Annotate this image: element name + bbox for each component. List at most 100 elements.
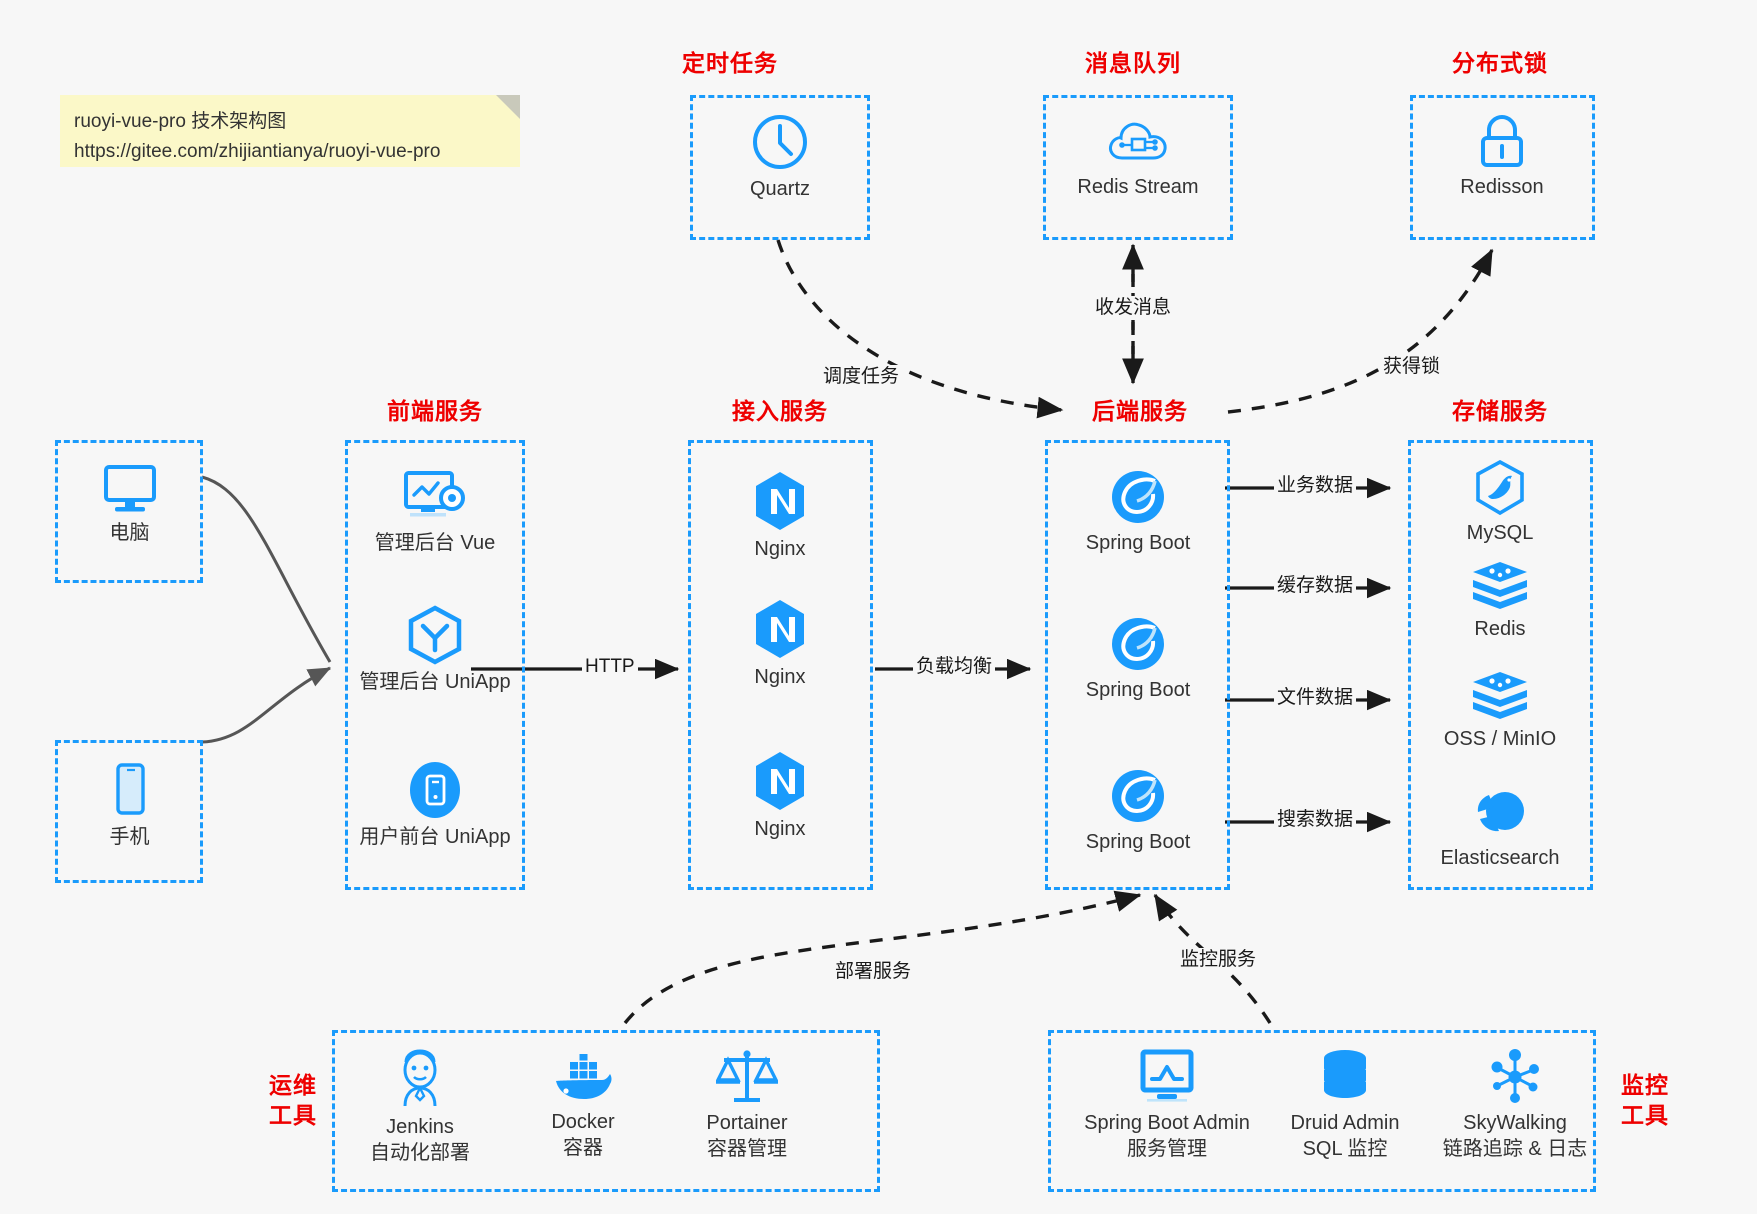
node-label-admin-uniapp: 管理后台 UniApp [359,671,511,693]
node-user-uniapp[interactable]: 用户前台 UniApp [355,760,515,850]
node-label-spring-boot-admin: Spring Boot Admin [1084,1112,1250,1134]
group-box-frontend [345,440,525,890]
portainer-scales-icon [716,1050,778,1102]
nginx-icon [756,600,804,658]
smartphone-icon [115,763,145,815]
group-box-monitor [1048,1030,1596,1192]
edge-label-business-data: 业务数据 [1274,474,1357,498]
group-box-message-queue [1043,95,1233,240]
lock-icon [1481,114,1523,167]
node-docker[interactable]: Docker 容器 [503,1053,663,1161]
monitor-chart-icon [1140,1049,1194,1102]
group-title-monitor-line-2: 工具 [1621,1102,1669,1128]
group-box-backend [1045,440,1230,890]
node-label-redis: Redis [1474,618,1526,640]
group-title-monitor: 监控 工具 [1610,1070,1680,1130]
node-jenkins[interactable]: Jenkins 自动化部署 [340,1048,500,1166]
node-phone[interactable]: 手机 [47,762,212,850]
node-spring-boot-1[interactable]: Spring Boot [1058,468,1218,556]
group-title-message-queue: 消息队列 [1085,50,1181,76]
node-spring-boot-3[interactable]: Spring Boot [1058,767,1218,855]
node-spring-boot-admin[interactable]: Spring Boot Admin 服务管理 [1072,1048,1262,1162]
node-label-redisson: Redisson [1460,176,1544,198]
group-title-devops-line-2: 工具 [269,1102,317,1128]
mysql-icon [1476,460,1524,516]
skywalking-node-icon [1491,1049,1539,1103]
node-mysql[interactable]: MySQL [1420,460,1580,546]
node-label-oss-minio: OSS / MinIO [1443,728,1557,750]
node-label-elasticsearch: Elasticsearch [1440,847,1560,869]
node-admin-vue[interactable]: 管理后台 Vue [355,468,515,556]
node-label-computer: 电脑 [109,522,150,544]
note-line-1: ruoyi-vue-pro 技术架构图 [74,111,287,132]
node-label-nginx-3: Nginx [754,818,806,840]
node-label-spring-boot-1: Spring Boot [1085,532,1191,554]
node-redis-stream[interactable]: Redis Stream [1058,112,1218,200]
group-title-gateway: 接入服务 [732,398,828,424]
node-nginx-2[interactable]: Nginx [700,598,860,690]
note-fold-corner [496,95,520,119]
node-label-spring-boot-2: Spring Boot [1085,679,1191,701]
node-label-portainer: Portainer [706,1112,788,1134]
edge-label-http: HTTP [582,655,638,679]
elasticsearch-icon [1477,792,1524,832]
node-label-mysql: MySQL [1466,522,1534,544]
desktop-monitor-icon [103,465,156,512]
node-sub-portainer: 容器管理 [707,1138,787,1160]
group-box-scheduled-task [690,95,870,240]
node-label-docker: Docker [551,1111,615,1133]
group-box-distributed-lock [1410,95,1595,240]
node-redisson[interactable]: Redisson [1422,112,1582,200]
node-admin-uniapp[interactable]: 管理后台 UniApp [355,605,515,695]
edge-label-file-data: 文件数据 [1274,686,1357,710]
group-title-backend: 后端服务 [1092,398,1188,424]
group-title-devops: 运维 工具 [258,1070,328,1130]
group-title-scheduled-task: 定时任务 [682,50,778,76]
group-title-monitor-line-1: 监控 [1621,1072,1669,1098]
node-label-druid-admin: Druid Admin [1290,1112,1400,1134]
node-sub-druid-admin: SQL 监控 [1302,1138,1388,1160]
node-nginx-1[interactable]: Nginx [700,470,860,562]
node-elasticsearch[interactable]: Elasticsearch [1420,785,1580,871]
spring-boot-icon [1112,471,1164,523]
database-icon [1324,1050,1366,1098]
jenkins-butler-icon [403,1049,437,1107]
node-quartz[interactable]: Quartz [700,112,860,202]
group-box-computer [55,440,203,583]
node-redis[interactable]: Redis [1420,560,1580,642]
node-label-admin-vue: 管理后台 Vue [374,532,496,554]
group-title-storage: 存储服务 [1452,398,1548,424]
node-label-jenkins: Jenkins [386,1116,454,1138]
node-label-nginx-2: Nginx [754,666,806,688]
group-box-storage [1408,440,1593,890]
group-title-distributed-lock: 分布式锁 [1452,50,1548,76]
node-computer[interactable]: 电脑 [47,462,212,546]
spring-boot-icon [1112,770,1164,822]
node-oss-minio[interactable]: OSS / MinIO [1420,670,1580,752]
group-title-frontend: 前端服务 [387,398,483,424]
mobile-app-icon [410,762,460,818]
node-druid-admin[interactable]: Druid Admin SQL 监控 [1265,1048,1425,1162]
node-label-phone: 手机 [109,826,150,848]
nginx-icon [756,752,804,810]
node-spring-boot-2[interactable]: Spring Boot [1058,615,1218,703]
edge-label-cache-data: 缓存数据 [1274,574,1357,598]
cloud-network-icon [1109,122,1167,160]
note-line-2: https://gitee.com/zhijiantianya/ruoyi-vu… [74,141,441,162]
edge-label-load-balance: 负载均衡 [913,655,996,679]
node-label-nginx-1: Nginx [754,538,806,560]
redis-stack-icon [1473,672,1527,719]
node-nginx-3[interactable]: Nginx [700,750,860,842]
node-sub-spring-boot-admin: 服务管理 [1127,1138,1207,1160]
edge-label-monitor-service: 监控服务 [1177,948,1260,972]
node-label-quartz: Quartz [749,178,811,200]
edge-label-send-receive: 收发消息 [1092,296,1175,320]
node-portainer[interactable]: Portainer 容器管理 [667,1048,827,1162]
note-text: ruoyi-vue-pro 技术架构图 https://gitee.com/zh… [74,107,440,167]
node-skywalking[interactable]: SkyWalking 链路追踪 & 日志 [1420,1048,1610,1162]
node-label-spring-boot-3: Spring Boot [1085,831,1191,853]
node-label-redis-stream: Redis Stream [1077,176,1199,198]
nginx-icon [756,472,804,530]
node-sub-skywalking: 链路追踪 & 日志 [1442,1138,1588,1160]
spring-boot-icon [1112,618,1164,670]
